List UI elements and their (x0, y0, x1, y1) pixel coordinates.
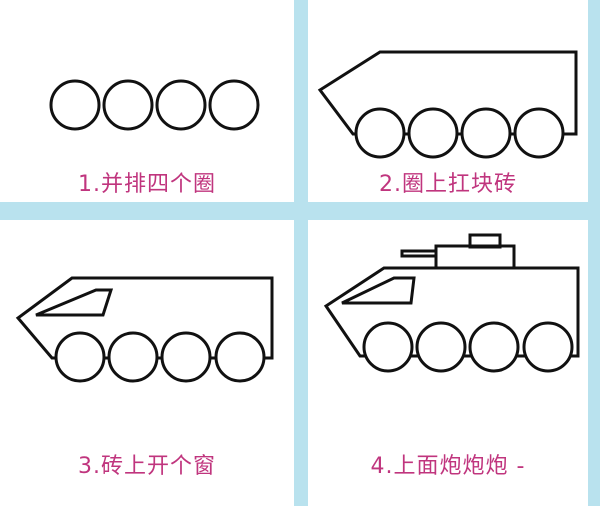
wheel-4 (522, 321, 574, 373)
wheel-1 (354, 107, 406, 159)
wheel-3 (460, 107, 512, 159)
step-caption-3: 3.砖上开个窗 (78, 454, 216, 479)
four-wheels-drawing (49, 79, 260, 131)
armored-vehicle-drawing (323, 233, 580, 373)
wheel-2 (102, 79, 154, 131)
wheel-1 (49, 79, 101, 131)
hull-body (323, 266, 580, 358)
wheel-2 (107, 331, 159, 383)
hull-on-wheels-drawing (317, 50, 578, 159)
window (341, 276, 416, 305)
wheel-3 (155, 79, 207, 131)
hull-with-window-drawing (15, 276, 274, 383)
wheel-1 (54, 331, 106, 383)
wheel-3 (160, 331, 212, 383)
step-panel-2: 2.圈上扛块砖 (308, 0, 588, 202)
step-panel-3: 3.砖上开个窗 (0, 220, 294, 506)
divider-right-edge (588, 0, 600, 506)
wheel-3 (468, 321, 520, 373)
wheel-1 (362, 321, 414, 373)
turret-hatch (468, 233, 502, 249)
window (35, 288, 114, 317)
divider-vertical (294, 0, 308, 506)
cannon-barrel (400, 249, 438, 258)
wheel-4 (214, 331, 266, 383)
divider-horizontal (0, 202, 600, 220)
wheel-4 (208, 79, 260, 131)
wheel-2 (407, 107, 459, 159)
step-panel-4: 4.上面炮炮炮 - (308, 220, 588, 506)
step-caption-4: 4.上面炮炮炮 - (370, 454, 526, 479)
step-panel-1: 1.并排四个圈 (0, 0, 294, 202)
step-caption-2: 2.圈上扛块砖 (379, 172, 517, 197)
wheel-4 (513, 107, 565, 159)
wheel-2 (415, 321, 467, 373)
turret (434, 244, 516, 270)
step-caption-1: 1.并排四个圈 (78, 172, 216, 197)
